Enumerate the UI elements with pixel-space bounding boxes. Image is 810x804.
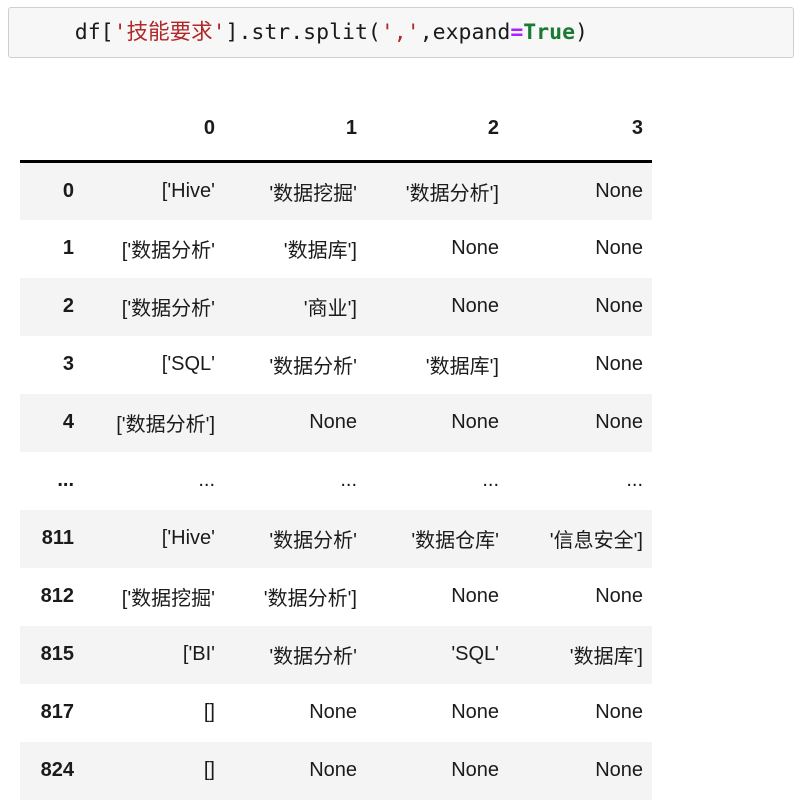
row-index: 817	[20, 683, 82, 742]
dataframe-table: 0 1 2 3 0 ['Hive' '数据挖掘' '数据分析'] None 1 …	[20, 104, 652, 800]
table-row: 0 ['Hive' '数据挖掘' '数据分析'] None	[20, 161, 652, 220]
row-index: 1	[20, 219, 82, 278]
row-index: 815	[20, 625, 82, 684]
row-index: 4	[20, 393, 82, 452]
dataframe-output: 0 1 2 3 0 ['Hive' '数据挖掘' '数据分析'] None 1 …	[20, 104, 652, 800]
code-token-string: ','	[380, 19, 420, 45]
row-index: 0	[20, 161, 82, 220]
table-row-ellipsis: ... ... ... ... ...	[20, 451, 652, 510]
table-row: 2 ['数据分析' '商业'] None None	[20, 277, 652, 336]
row-index: 811	[20, 509, 82, 568]
row-cell: []	[82, 741, 224, 800]
table-row: 812 ['数据挖掘' '数据分析'] None None	[20, 567, 652, 626]
table-row: 1 ['数据分析' '数据库'] None None	[20, 219, 652, 278]
row-cell: None	[508, 277, 652, 336]
row-cell: ...	[224, 451, 366, 510]
table-row: 3 ['SQL' '数据分析' '数据库'] None	[20, 335, 652, 394]
row-cell: None	[366, 567, 508, 626]
row-index: ...	[20, 451, 82, 510]
dataframe-body: 0 ['Hive' '数据挖掘' '数据分析'] None 1 ['数据分析' …	[20, 161, 652, 800]
row-cell: '数据分析'	[224, 509, 366, 568]
row-cell: None	[224, 393, 366, 452]
row-cell: 'SQL'	[366, 625, 508, 684]
row-cell: ['数据挖掘'	[82, 567, 224, 626]
row-cell: '数据分析']	[224, 567, 366, 626]
row-cell: ['SQL'	[82, 335, 224, 394]
row-cell: '数据分析'	[224, 625, 366, 684]
code-line[interactable]: df['技能要求'].str.split(',',expand=True)	[9, 0, 588, 65]
column-header-2: 2	[366, 104, 508, 163]
column-header-0: 0	[82, 104, 224, 163]
code-token-plain: )	[575, 19, 588, 45]
row-cell: None	[366, 741, 508, 800]
row-cell: None	[508, 161, 652, 220]
row-cell: '数据仓库'	[366, 509, 508, 568]
row-cell: '数据库']	[224, 219, 366, 278]
row-cell: None	[508, 393, 652, 452]
dataframe-header: 0 1 2 3	[20, 104, 652, 163]
row-cell: None	[366, 219, 508, 278]
row-cell: '数据库']	[366, 335, 508, 394]
code-token-plain: ,expand	[419, 19, 511, 45]
table-row: 811 ['Hive' '数据分析' '数据仓库' '信息安全']	[20, 509, 652, 568]
code-token-operator: =	[510, 19, 524, 45]
row-index: 3	[20, 335, 82, 394]
row-cell: '数据分析']	[366, 161, 508, 220]
row-index: 812	[20, 567, 82, 626]
header-row: 0 1 2 3	[20, 104, 652, 163]
code-token-plain: df[	[74, 19, 114, 45]
row-cell: ['数据分析']	[82, 393, 224, 452]
row-cell: None	[366, 393, 508, 452]
row-index: 824	[20, 741, 82, 800]
code-token-string: '技能要求'	[113, 19, 226, 45]
row-cell: None	[508, 683, 652, 742]
table-row: 815 ['BI' '数据分析' 'SQL' '数据库']	[20, 625, 652, 684]
row-cell: []	[82, 683, 224, 742]
row-cell: '信息安全']	[508, 509, 652, 568]
row-cell: None	[508, 335, 652, 394]
row-cell: None	[508, 219, 652, 278]
row-cell: None	[224, 683, 366, 742]
row-cell: ...	[366, 451, 508, 510]
column-header-3: 3	[508, 104, 652, 163]
row-cell: ...	[508, 451, 652, 510]
table-row: 817 [] None None None	[20, 683, 652, 742]
row-cell: '数据挖掘'	[224, 161, 366, 220]
row-cell: '数据分析'	[224, 335, 366, 394]
row-cell: ['Hive'	[82, 509, 224, 568]
row-cell: None	[508, 741, 652, 800]
table-row: 824 [] None None None	[20, 741, 652, 800]
code-token-keyword: True	[523, 19, 576, 45]
index-column-header	[20, 104, 82, 163]
row-cell: None	[366, 683, 508, 742]
row-cell: '商业']	[224, 277, 366, 336]
table-row: 4 ['数据分析'] None None None	[20, 393, 652, 452]
row-cell: None	[508, 567, 652, 626]
row-cell: ['数据分析'	[82, 219, 224, 278]
row-cell: ...	[82, 451, 224, 510]
row-cell: None	[224, 741, 366, 800]
code-token-plain: ].str.split(	[225, 19, 381, 45]
row-cell: ['Hive'	[82, 161, 224, 220]
column-header-1: 1	[224, 104, 366, 163]
code-input-cell[interactable]: df['技能要求'].str.split(',',expand=True)	[8, 7, 794, 58]
row-cell: ['BI'	[82, 625, 224, 684]
row-cell: ['数据分析'	[82, 277, 224, 336]
row-index: 2	[20, 277, 82, 336]
row-cell: None	[366, 277, 508, 336]
row-cell: '数据库']	[508, 625, 652, 684]
